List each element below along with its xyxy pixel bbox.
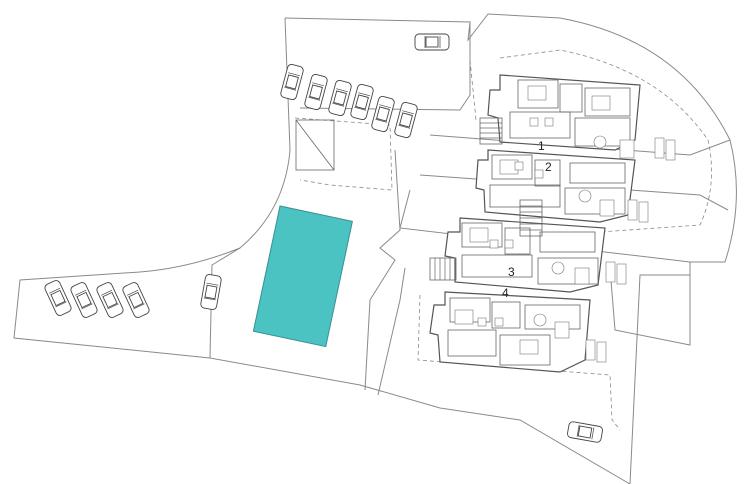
parking-cars bbox=[44, 33, 603, 443]
car-icon bbox=[96, 282, 124, 318]
unit-label-4: 4 bbox=[502, 286, 509, 300]
bed-icon bbox=[591, 95, 611, 111]
table-icon bbox=[593, 135, 607, 149]
unit-label-1: 1 bbox=[538, 139, 545, 153]
setback-lines bbox=[294, 49, 712, 431]
sunbed-icon bbox=[627, 199, 638, 221]
sunbed-icon bbox=[638, 201, 649, 223]
sunbed-icon bbox=[654, 137, 665, 159]
stairs-icon bbox=[429, 117, 543, 281]
sunbed-icon bbox=[605, 261, 616, 283]
bed-icon bbox=[469, 227, 489, 243]
bed-icon bbox=[527, 85, 547, 101]
sunbed-icon bbox=[585, 339, 596, 361]
unit-label-3: 3 bbox=[508, 265, 515, 279]
car-icon bbox=[567, 421, 603, 443]
car-icon bbox=[200, 274, 222, 310]
car-icon bbox=[328, 79, 352, 117]
table-icon bbox=[578, 189, 592, 203]
bed-icon bbox=[454, 309, 474, 325]
car-icon bbox=[350, 83, 374, 121]
car-icon bbox=[394, 101, 418, 139]
swimming-pool bbox=[252, 205, 353, 348]
car-icon bbox=[304, 73, 328, 111]
sunbed-icon bbox=[616, 263, 627, 285]
sunbed-icon bbox=[596, 341, 607, 363]
pergola bbox=[295, 119, 335, 171]
table-icon bbox=[551, 261, 565, 275]
car-icon bbox=[122, 282, 150, 318]
car-icon bbox=[70, 282, 98, 318]
car-icon bbox=[280, 63, 304, 101]
table-icon bbox=[533, 313, 547, 327]
furniture bbox=[454, 85, 635, 355]
sunbed-icon bbox=[665, 139, 676, 161]
bed-icon bbox=[519, 339, 539, 355]
unit-label-2: 2 bbox=[545, 160, 552, 174]
car-icon bbox=[44, 280, 72, 316]
car-icon bbox=[414, 33, 450, 51]
car-icon bbox=[371, 95, 395, 133]
sunbeds bbox=[585, 137, 676, 363]
